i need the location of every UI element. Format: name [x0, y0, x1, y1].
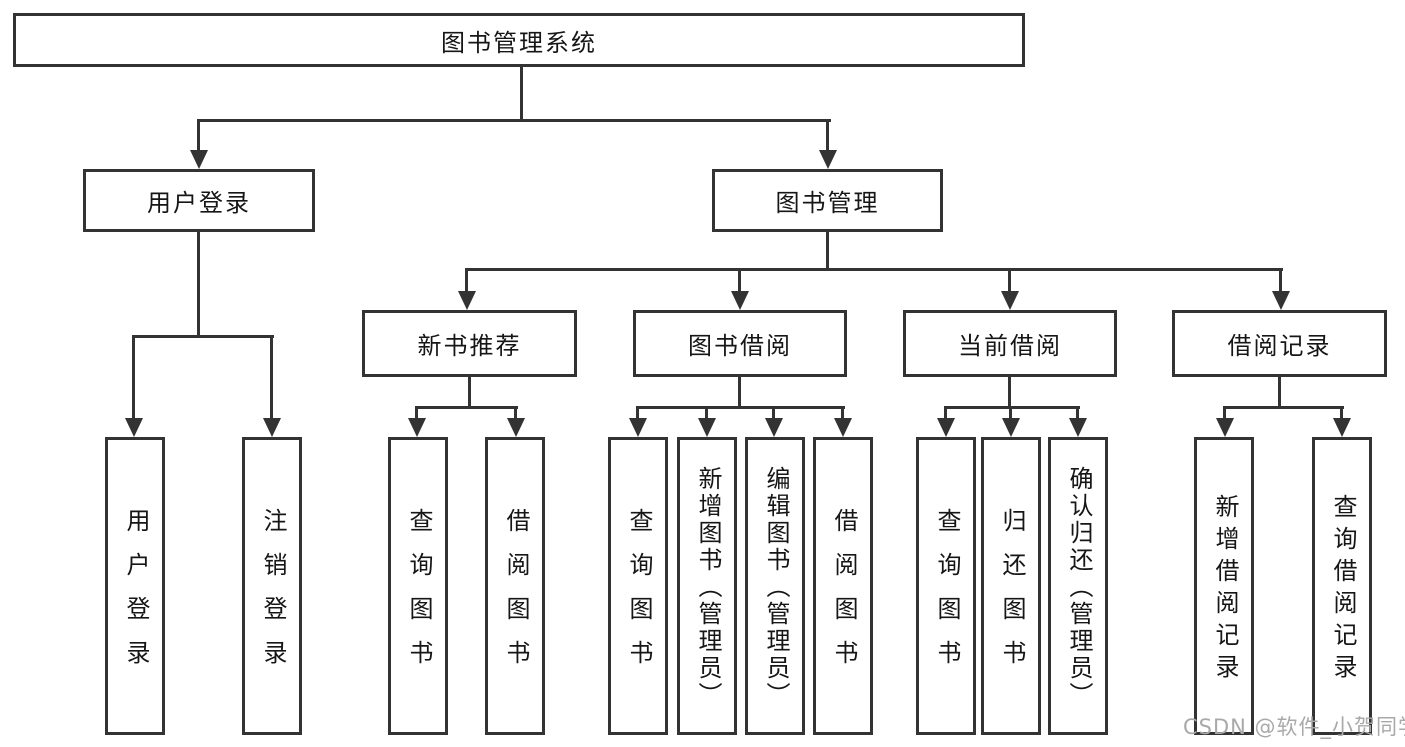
edge-stem-borrow-record: [1278, 376, 1281, 409]
leaf-query-book: 查询图书: [608, 437, 668, 735]
edge-arrow-leaf: [1333, 406, 1351, 437]
edge-arrow-leaf: [698, 406, 716, 437]
edge-arrow-leaf: [765, 406, 783, 437]
edge-arrow-borrow-record: [1272, 268, 1290, 310]
edge-arrow-leaf: [834, 406, 852, 437]
edge-bar-borrow-record: [1224, 406, 1344, 409]
edge-bar-book-borrow: [637, 406, 845, 409]
edge-arrow-leaf: [408, 406, 426, 437]
edge-arrow-book-borrow: [731, 268, 749, 310]
edge-stem-new-book-rec: [468, 376, 471, 409]
edge-arrow-leaf: [937, 406, 955, 437]
edge-arrow-user-login: [190, 119, 208, 169]
edge-bar-current-borrow: [945, 406, 1080, 409]
edge-stem-current-borrow: [1008, 376, 1011, 409]
edge-arrow-leaf-logout: [263, 335, 281, 437]
node-user-login: 用户登录: [83, 169, 315, 232]
leaf-user-login: 用户登录: [105, 437, 165, 735]
node-book-borrow: 图书借阅: [633, 310, 847, 377]
leaf-return-book: 归还图书: [981, 437, 1041, 735]
leaf-logout: 注销登录: [242, 437, 302, 735]
edge-bar-book-mgmt: [466, 268, 1283, 271]
leaf-edit-book-admin: 编辑图书（管理员）: [745, 437, 805, 735]
edge-stem-root: [520, 66, 523, 122]
leaf-confirm-return-admin: 确认归还（管理员）: [1048, 437, 1108, 735]
leaf-query-book: 查询图书: [388, 437, 448, 735]
leaf-borrow-book: 借阅图书: [813, 437, 873, 735]
node-new-book-rec: 新书推荐: [362, 310, 577, 377]
edge-bar-new-book-rec: [416, 406, 518, 409]
edge-bar-root: [198, 119, 831, 122]
leaf-query-book: 查询图书: [916, 437, 976, 735]
leaf-query-borrow-record: 查询借阅记录: [1312, 437, 1372, 735]
leaf-borrow-book: 借阅图书: [485, 437, 545, 735]
edge-arrow-leaf: [629, 406, 647, 437]
csdn-watermark: CSDN @软件_小贺同学: [1183, 715, 1405, 739]
edge-arrow-leaf: [1002, 406, 1020, 437]
edge-arrow-leaf-login: [125, 335, 143, 437]
leaf-add-book-admin: 新增图书（管理员）: [677, 437, 737, 735]
node-current-borrow: 当前借阅: [903, 310, 1117, 377]
edge-arrow-new-book-rec: [458, 268, 476, 310]
node-root: 图书管理系统: [13, 13, 1025, 67]
edge-arrow-book-mgmt: [819, 119, 837, 169]
edge-arrow-leaf: [1069, 406, 1087, 437]
node-book-mgmt: 图书管理: [712, 169, 943, 232]
edge-stem-book-mgmt: [826, 231, 829, 271]
node-borrow-record: 借阅记录: [1172, 310, 1387, 377]
edge-stem-book-borrow: [738, 376, 741, 409]
leaf-add-borrow-record: 新增借阅记录: [1194, 437, 1254, 735]
edge-bar-user-login: [132, 335, 274, 338]
edge-stem-user-login: [197, 231, 200, 338]
edge-arrow-current-borrow: [1001, 268, 1019, 310]
edge-arrow-leaf: [507, 406, 525, 437]
edge-arrow-leaf: [1216, 406, 1234, 437]
